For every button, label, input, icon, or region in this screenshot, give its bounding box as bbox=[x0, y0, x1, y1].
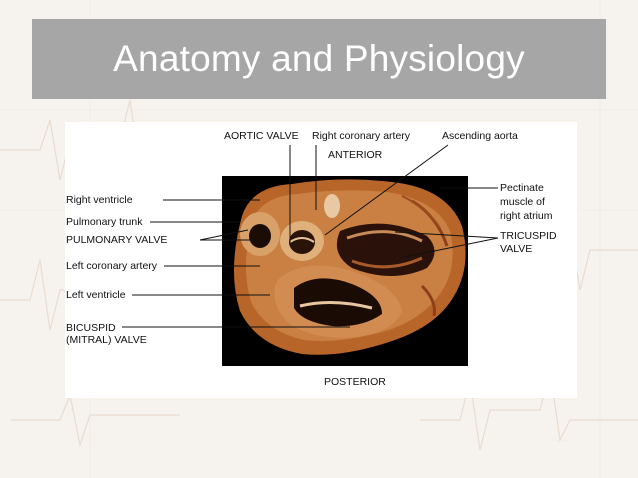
label-pectinate-line3: right atrium bbox=[500, 210, 553, 222]
label-pulmonary-trunk: Pulmonary trunk bbox=[66, 216, 143, 228]
label-pulmonary-valve: PULMONARY VALVE bbox=[66, 234, 168, 246]
label-pectinate-line2: muscle of bbox=[500, 196, 545, 208]
label-anterior: ANTERIOR bbox=[328, 149, 383, 161]
label-ascending-aorta: Ascending aorta bbox=[442, 130, 518, 142]
label-posterior: POSTERIOR bbox=[324, 376, 386, 388]
heart-cross-section-image bbox=[222, 176, 468, 366]
label-left-ventricle: Left ventricle bbox=[66, 289, 126, 301]
label-left-coronary-artery: Left coronary artery bbox=[66, 260, 158, 272]
label-bicuspid-line1: BICUSPID bbox=[66, 322, 116, 334]
label-right-ventricle: Right ventricle bbox=[66, 194, 133, 206]
label-right-coronary-artery: Right coronary artery bbox=[312, 130, 411, 142]
label-tricuspid-line1: TRICUSPID bbox=[500, 230, 557, 242]
title-bar: Anatomy and Physiology bbox=[32, 19, 606, 99]
label-pectinate-line1: Pectinate bbox=[500, 182, 544, 194]
slide-title: Anatomy and Physiology bbox=[113, 38, 525, 79]
label-tricuspid-line2: VALVE bbox=[500, 243, 533, 255]
label-bicuspid-line2: (MITRAL) VALVE bbox=[66, 334, 147, 346]
label-aortic-valve: AORTIC VALVE bbox=[224, 130, 299, 142]
